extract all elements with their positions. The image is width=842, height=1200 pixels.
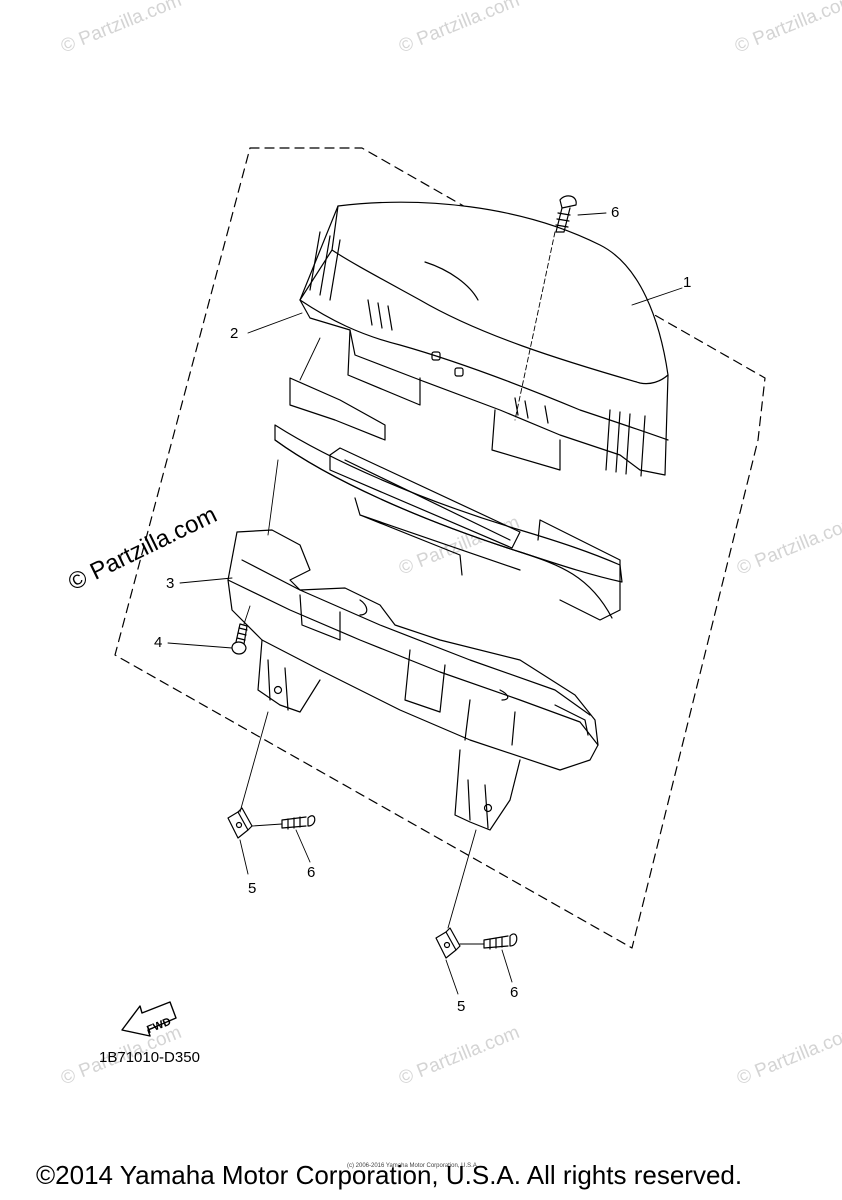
meter-case-upper [299, 201, 669, 477]
screw-4 [231, 623, 248, 655]
clip-left [227, 807, 253, 839]
callout-6-left: 6 [307, 864, 316, 881]
tiny-notice: (c) 2006-2016 Yamaha Motor Corporation, … [347, 1163, 479, 1169]
fwd-arrow-icon [121, 1001, 177, 1037]
meter-case-lower [227, 529, 599, 831]
callout-3: 3 [166, 575, 175, 592]
meter-lens [274, 377, 623, 621]
callout-6-top: 6 [611, 204, 620, 221]
screw-lower-left [281, 815, 316, 830]
callout-2: 2 [230, 325, 239, 342]
assembly-boundary [114, 147, 766, 949]
screw-top [555, 195, 577, 233]
diagram-code: 1B71010-D350 [99, 1049, 200, 1066]
callout-4: 4 [154, 634, 163, 651]
clip-right [435, 927, 461, 959]
copyright-footer: ©2014 Yamaha Motor Corporation, U.S.A. A… [36, 1160, 743, 1190]
screw-lower-right [483, 933, 518, 950]
callout-1: 1 [683, 274, 692, 291]
callout-6-right: 6 [510, 984, 519, 1001]
callout-5-left: 5 [248, 880, 257, 897]
callout-5-right: 5 [457, 998, 466, 1015]
